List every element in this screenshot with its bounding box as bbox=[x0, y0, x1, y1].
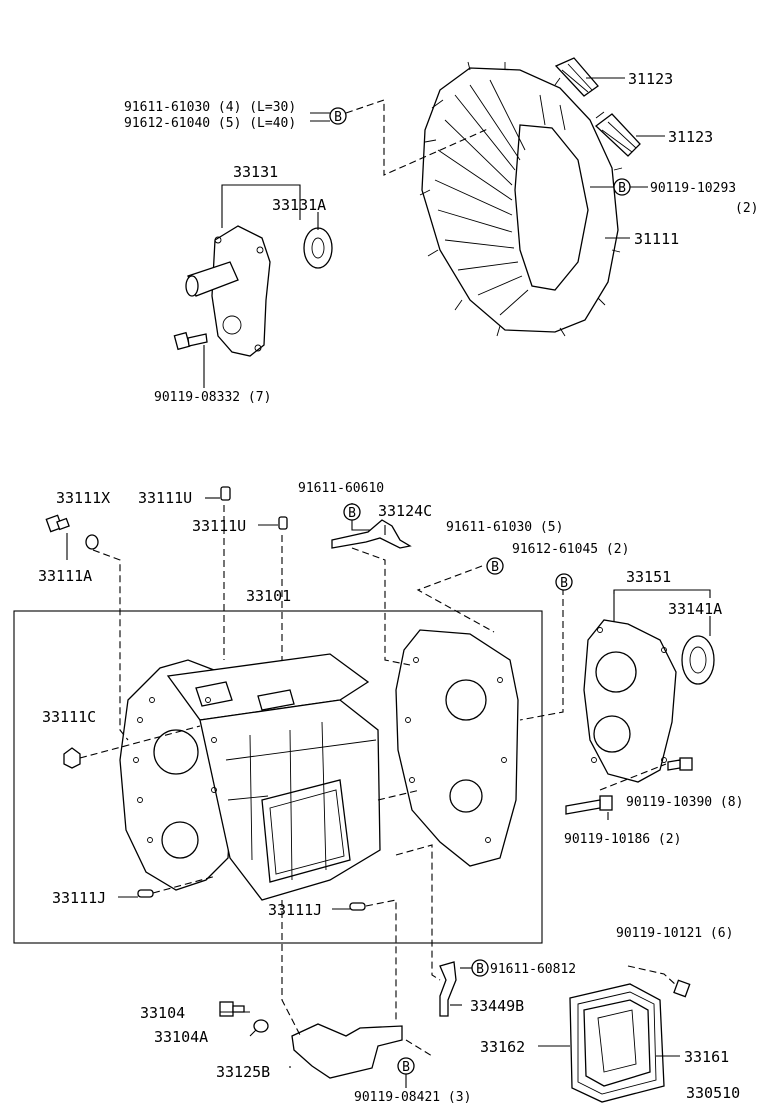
label-90119-08421[interactable]: 90119-08421 (3) bbox=[354, 1090, 471, 1105]
bolt-90119-08332[interactable] bbox=[173, 331, 208, 351]
label-90119-10293[interactable]: 90119-10293 bbox=[650, 181, 736, 196]
gasket-33111X[interactable] bbox=[85, 534, 99, 550]
label-33449B[interactable]: 33449B bbox=[470, 997, 524, 1015]
cover-33125B[interactable] bbox=[291, 1023, 403, 1079]
b-marker-91612-61045: B bbox=[555, 573, 573, 591]
bracket-33124C[interactable] bbox=[331, 519, 412, 549]
washer-33104A[interactable] bbox=[253, 1019, 269, 1033]
straight-pin-33111U[interactable] bbox=[278, 516, 288, 530]
label-90119-08332[interactable]: 90119-08332 (7) bbox=[154, 390, 271, 405]
label-91611-61030[interactable]: 91611-61030 (4) (L=30) bbox=[124, 100, 296, 115]
label-33161[interactable]: 33161 bbox=[684, 1048, 729, 1066]
svg-text:B: B bbox=[491, 560, 499, 575]
b-marker-91611-60812: B bbox=[471, 959, 489, 977]
oil-seal-33141A[interactable] bbox=[681, 635, 715, 685]
label-33111U[interactable]: 33111U bbox=[192, 517, 246, 535]
extension-housing-33151[interactable] bbox=[583, 619, 677, 783]
label-33101[interactable]: 33101 bbox=[246, 587, 291, 605]
label-33111C[interactable]: 33111C bbox=[42, 708, 96, 726]
assembly-box-33101 bbox=[13, 610, 543, 944]
straight-pin-33111U-top[interactable] bbox=[220, 486, 231, 501]
label-33131[interactable]: 33131 bbox=[233, 163, 278, 181]
label-91611-61030-5[interactable]: 91611-61030 (5) bbox=[446, 520, 563, 535]
plug-31123-upper[interactable] bbox=[554, 57, 599, 97]
transmission-case-33101[interactable] bbox=[119, 653, 381, 901]
label-91612-61040[interactable]: 91612-61040 (5) (L=40) bbox=[124, 116, 296, 131]
front-bearing-retainer-33131[interactable] bbox=[185, 225, 271, 357]
label-91611-60610[interactable]: 91611-60610 bbox=[298, 481, 384, 496]
label-33151[interactable]: 33151 bbox=[626, 568, 671, 586]
label-33162[interactable]: 33162 bbox=[480, 1038, 525, 1056]
label-33111J-right[interactable]: 33111J bbox=[268, 901, 322, 919]
b-marker-91611-61030: B bbox=[329, 107, 347, 125]
pin-33111J-right[interactable] bbox=[349, 902, 366, 911]
clutch-housing-31111[interactable] bbox=[419, 61, 623, 337]
label-33111U-top[interactable]: 33111U bbox=[138, 489, 192, 507]
plug-31123-lower[interactable] bbox=[594, 113, 641, 157]
bolt-90119-10121[interactable] bbox=[673, 979, 691, 998]
label-33104[interactable]: 33104 bbox=[140, 1004, 185, 1022]
label-33111J-left[interactable]: 33111J bbox=[52, 889, 106, 907]
part-labels: 31123 31123 91611-61030 (4) (L=30) 91612… bbox=[38, 70, 758, 1105]
label-31111[interactable]: 31111 bbox=[634, 230, 679, 248]
plug-33111C[interactable] bbox=[63, 747, 81, 769]
label-33111A[interactable]: 33111A bbox=[38, 567, 92, 585]
label-90119-10293-qty[interactable]: (2) bbox=[735, 201, 758, 216]
label-90119-10186[interactable]: 90119-10186 (2) bbox=[564, 832, 681, 847]
bolt-90119-10186[interactable] bbox=[565, 795, 613, 815]
svg-text:B: B bbox=[618, 181, 626, 196]
assembly-lines bbox=[79, 99, 677, 1057]
leader-lines bbox=[66, 77, 711, 1088]
plug-33111A[interactable] bbox=[45, 514, 70, 533]
label-33111X[interactable]: 33111X bbox=[56, 489, 110, 507]
pin-33111J-left[interactable] bbox=[137, 889, 154, 898]
b-marker-90119-08421: B bbox=[397, 1057, 415, 1075]
b-marker-91611-60610: B bbox=[343, 503, 361, 521]
label-90119-10390[interactable]: 90119-10390 (8) bbox=[626, 795, 743, 810]
label-33124C[interactable]: 33124C bbox=[378, 502, 432, 520]
svg-text:B: B bbox=[476, 962, 484, 977]
svg-text:B: B bbox=[402, 1060, 410, 1075]
label-91612-61045[interactable]: 91612-61045 (2) bbox=[512, 542, 629, 557]
label-33141A[interactable]: 33141A bbox=[668, 600, 722, 618]
svg-text:B: B bbox=[560, 576, 568, 591]
label-33125B[interactable]: 33125B bbox=[216, 1063, 270, 1081]
label-31123-lower[interactable]: 31123 bbox=[668, 128, 713, 146]
figure-number: 330510 bbox=[686, 1084, 740, 1102]
label-33104A[interactable]: 33104A bbox=[154, 1028, 208, 1046]
bracket-33449B[interactable] bbox=[439, 961, 457, 1017]
oil-seal-33131A[interactable] bbox=[303, 227, 333, 269]
shift-cover-33161[interactable] bbox=[583, 999, 651, 1087]
label-91611-60812[interactable]: 91611-60812 bbox=[490, 962, 576, 977]
label-90119-10121[interactable]: 90119-10121 (6) bbox=[616, 926, 733, 941]
label-33131A[interactable]: 33131A bbox=[272, 196, 326, 214]
bolt-90119-10390[interactable] bbox=[667, 757, 693, 771]
b-marker-90119-10293: B bbox=[613, 178, 631, 196]
bolt-33104[interactable] bbox=[219, 1001, 245, 1017]
b-marker-91611-61030-5: B bbox=[486, 557, 504, 575]
label-31123-upper[interactable]: 31123 bbox=[628, 70, 673, 88]
svg-text:B: B bbox=[348, 506, 356, 521]
intermediate-plate[interactable] bbox=[395, 629, 519, 867]
svg-text:B: B bbox=[334, 110, 342, 125]
